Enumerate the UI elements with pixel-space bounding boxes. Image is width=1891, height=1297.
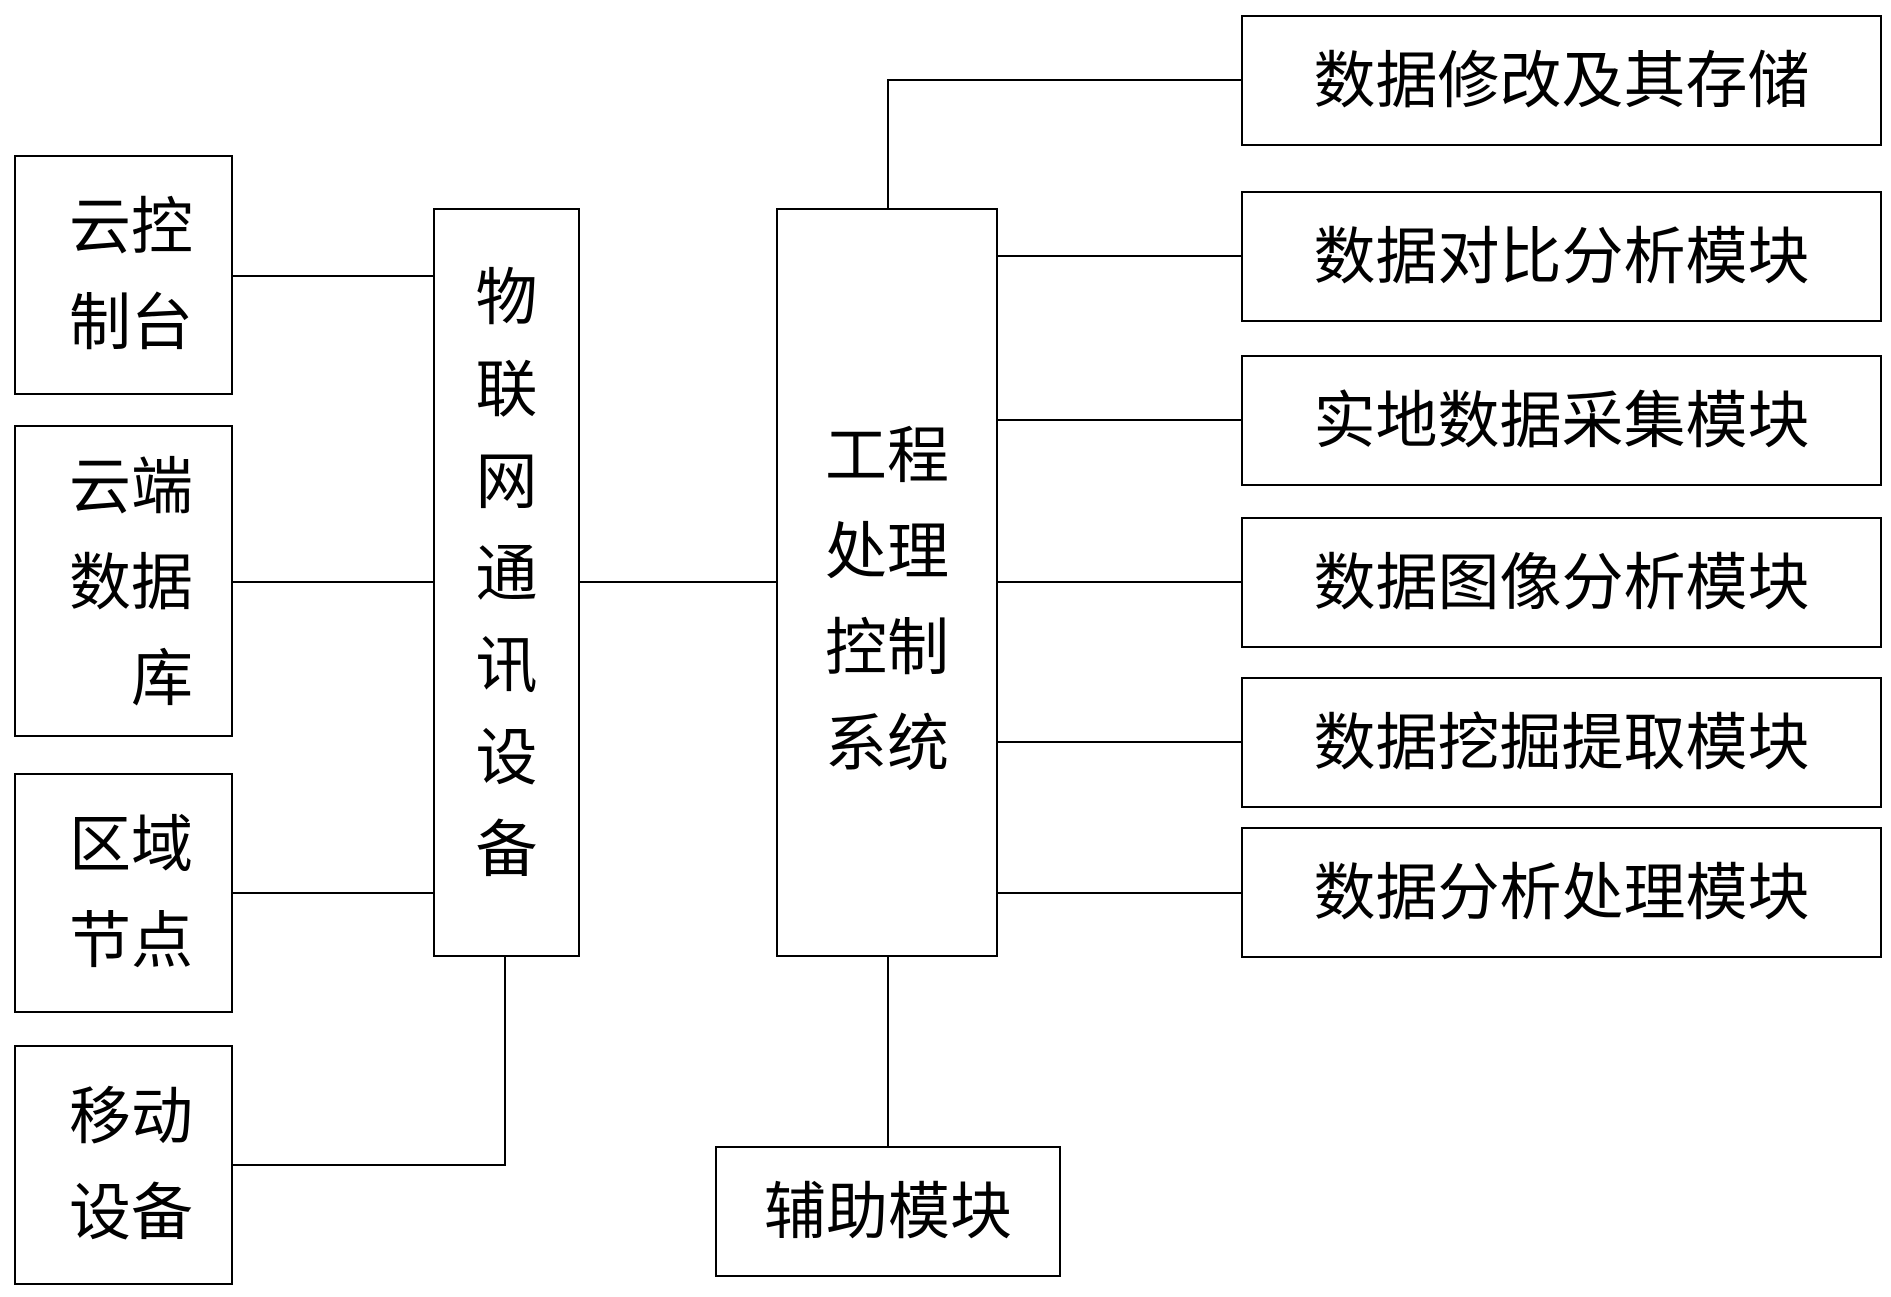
node-regional-node: 区域 节点 [14, 773, 233, 1013]
node-cloud-database-label: 云端 数据 库 [68, 450, 193, 715]
node-control-system: 工程 处理 控制 系统 [776, 208, 998, 957]
connector-control-data-modify-storage [887, 79, 1241, 208]
module-field-data-collection: 实地数据采集模块 [1241, 355, 1882, 486]
node-mobile-device-label: 移动 设备 [68, 1080, 193, 1249]
node-mobile-device: 移动 设备 [14, 1045, 233, 1285]
module-data-modify-storage: 数据修改及其存储 [1241, 15, 1882, 146]
module-data-mining-extraction-label: 数据挖掘提取模块 [1313, 705, 1810, 779]
module-auxiliary: 辅助模块 [715, 1146, 1061, 1277]
module-data-analysis-processing-label: 数据分析处理模块 [1313, 855, 1810, 929]
module-auxiliary-label: 辅助模块 [763, 1174, 1012, 1248]
node-cloud-console: 云控 制台 [14, 155, 233, 395]
module-data-modify-storage-label: 数据修改及其存储 [1313, 43, 1810, 117]
node-iot-device: 物 联 网 通 讯 设 备 [433, 208, 580, 957]
module-data-analysis-processing: 数据分析处理模块 [1241, 827, 1882, 958]
node-regional-node-label: 区域 节点 [68, 808, 193, 977]
node-control-system-label: 工程 处理 控制 系统 [824, 419, 949, 780]
node-cloud-database: 云端 数据 库 [14, 425, 233, 737]
connector-mobile-device-iot [233, 957, 506, 1166]
module-data-mining-extraction: 数据挖掘提取模块 [1241, 677, 1882, 808]
node-iot-device-label: 物 联 网 通 讯 设 备 [475, 261, 538, 886]
module-field-data-collection-label: 实地数据采集模块 [1313, 383, 1810, 457]
module-data-compare-analysis-label: 数据对比分析模块 [1313, 219, 1810, 293]
module-data-compare-analysis: 数据对比分析模块 [1241, 191, 1882, 322]
node-cloud-console-label: 云控 制台 [68, 190, 193, 359]
module-data-image-analysis: 数据图像分析模块 [1241, 517, 1882, 648]
module-data-image-analysis-label: 数据图像分析模块 [1313, 545, 1810, 619]
